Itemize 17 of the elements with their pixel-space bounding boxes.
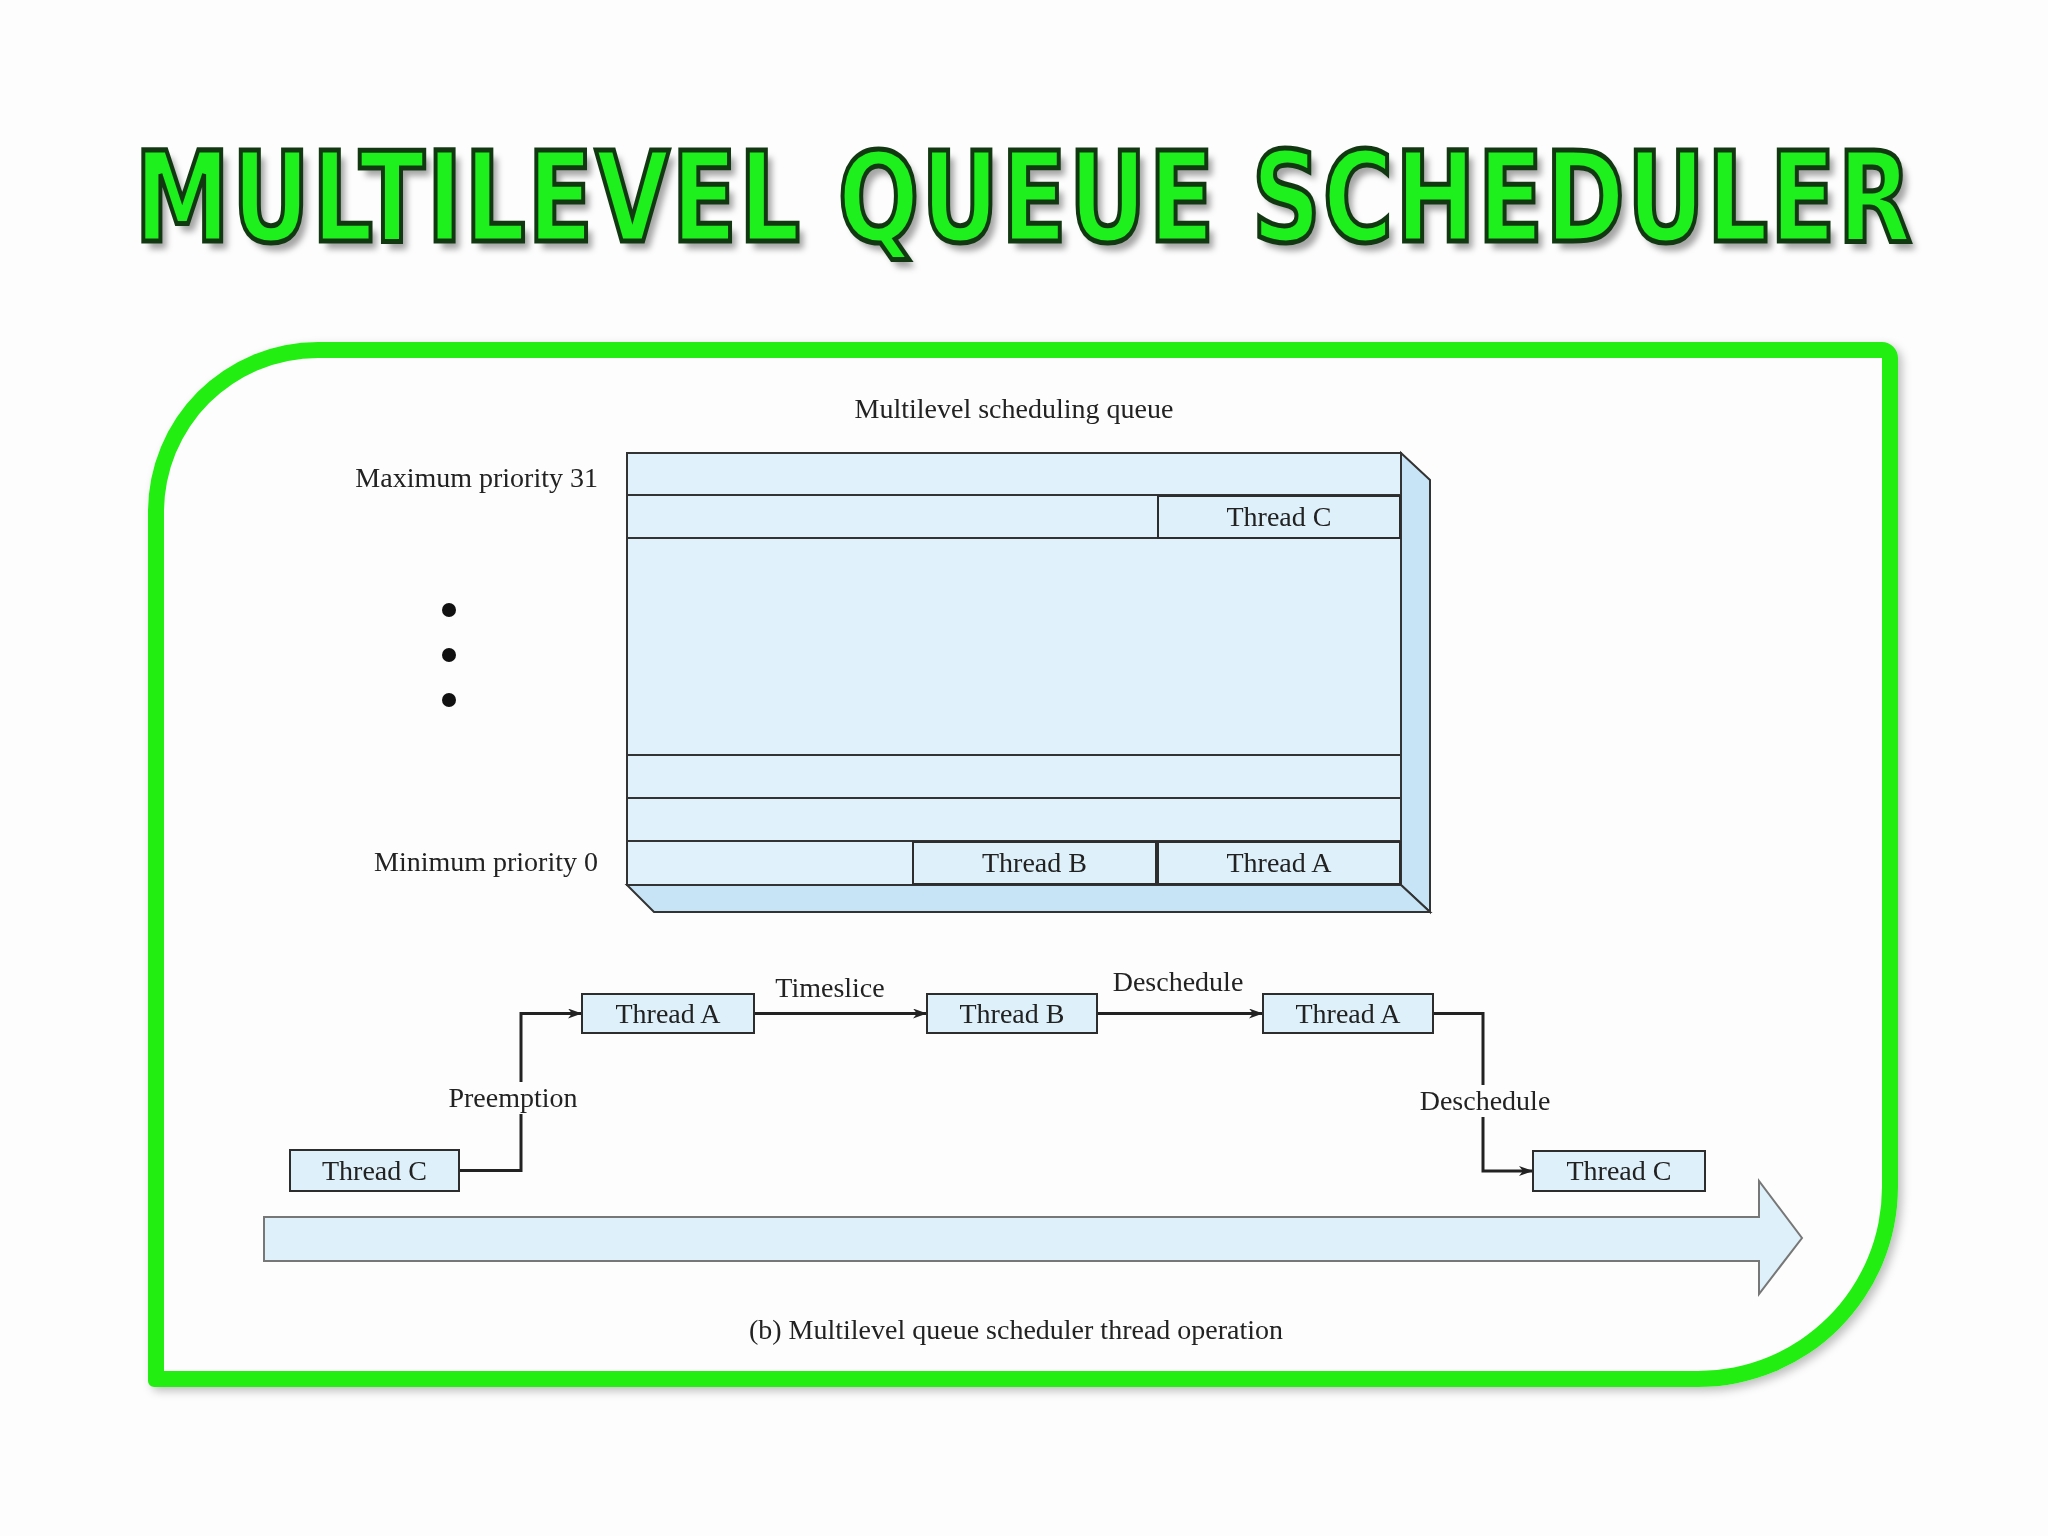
thread-box: Thread A — [1157, 841, 1401, 885]
thread-box: Thread B — [926, 993, 1098, 1034]
thread-box: Thread C — [1157, 495, 1401, 539]
connector-arrow — [755, 1008, 927, 1019]
thread-box: Thread C — [1532, 1150, 1706, 1192]
figure-caption: (b) Multilevel queue scheduler thread operation — [747, 1314, 1285, 1346]
thread-box: Thread A — [581, 993, 755, 1034]
thread-box: Thread C — [289, 1149, 460, 1192]
priority-label: Maximum priority 31 — [355, 462, 598, 494]
queue-heading: Multilevel scheduling queue — [853, 393, 1175, 425]
priority-label: Minimum priority 0 — [374, 846, 598, 878]
connector-arrow — [1434, 1012, 1533, 1176]
connector-arrow — [1098, 1008, 1263, 1019]
page-title: MULTILEVEL QUEUE SCHEDULER — [133, 135, 1915, 261]
thread-box: Thread A — [1262, 993, 1434, 1034]
connector-arrow — [460, 1008, 582, 1172]
thread-box: Thread B — [912, 841, 1157, 885]
